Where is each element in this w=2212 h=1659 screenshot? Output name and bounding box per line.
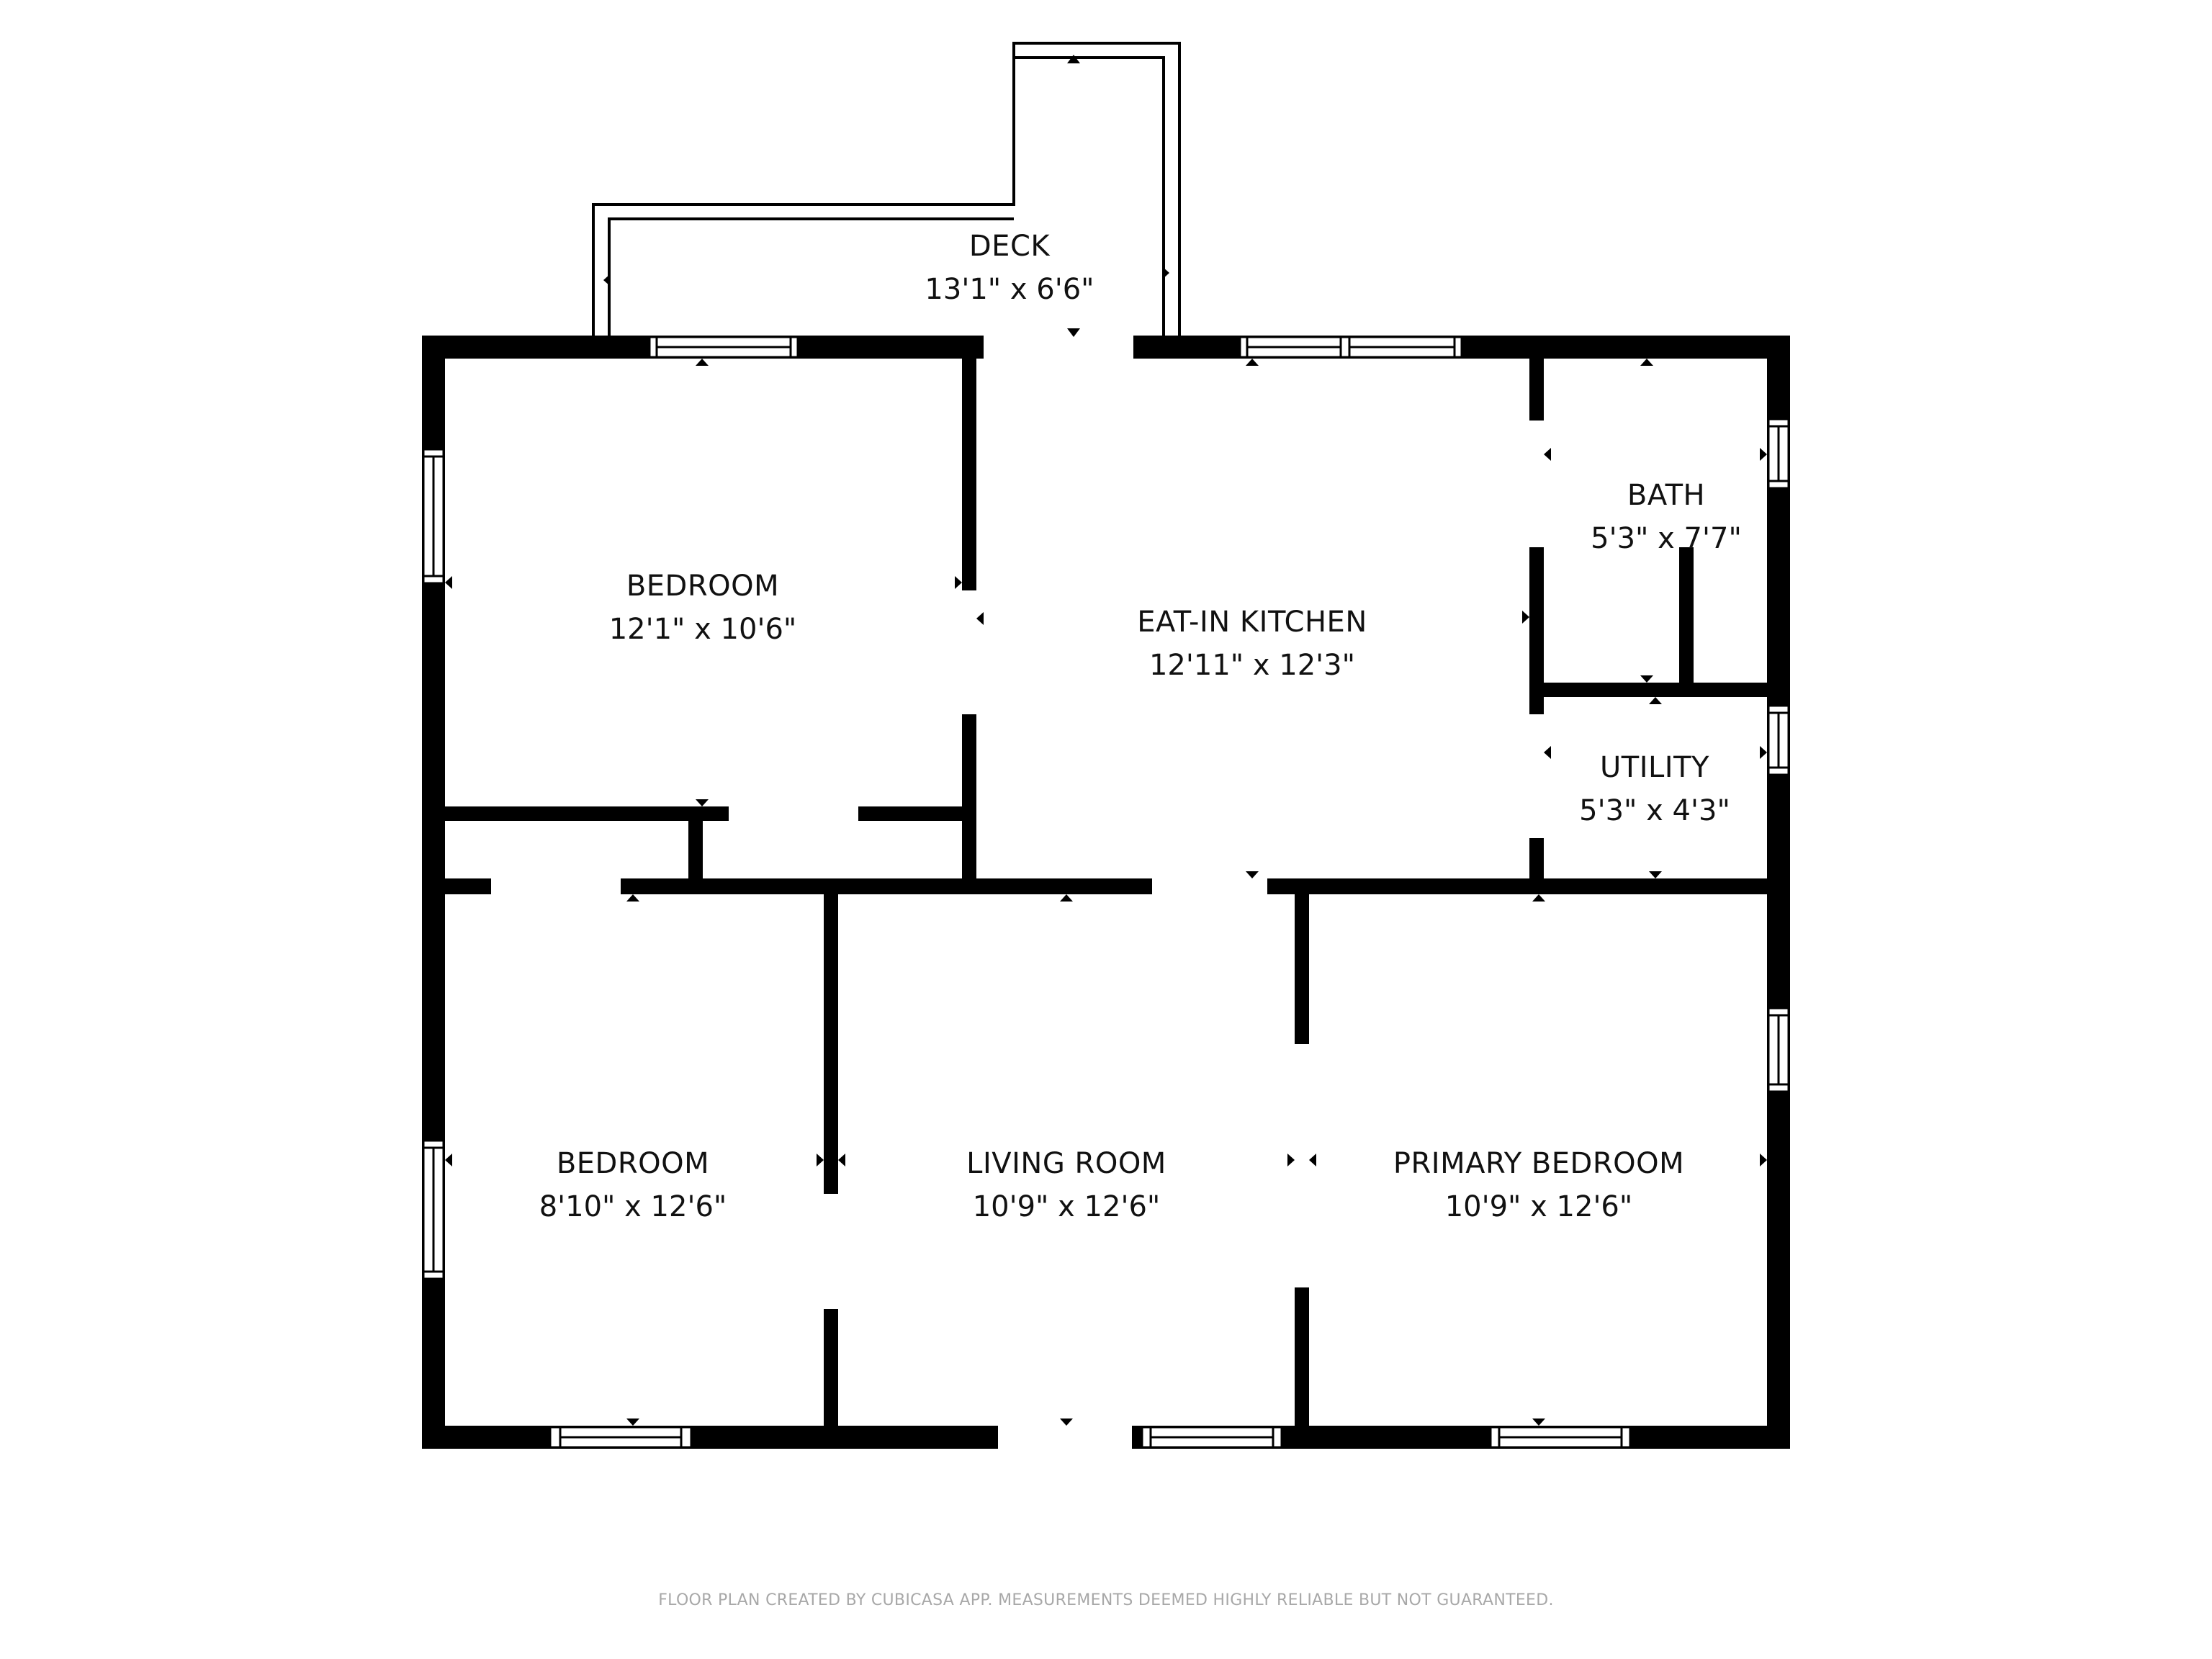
room-label-utility: UTILITY 5'3" x 4'3": [1579, 746, 1730, 832]
room-dimensions: 10'9" x 12'6": [1444, 1190, 1633, 1223]
room-label-living-room: LIVING ROOM 10'9" x 12'6": [966, 1142, 1166, 1228]
dimension-markers: [445, 55, 1767, 1426]
interior-walls: [445, 359, 1767, 1426]
room-name: EAT-IN KITCHEN: [1137, 606, 1367, 639]
room-dimensions: 12'1" x 10'6": [608, 613, 797, 646]
room-name: PRIMARY BEDROOM: [1393, 1147, 1685, 1180]
room-dimensions: 13'1" x 6'6": [925, 273, 1094, 306]
room-name: DECK: [968, 230, 1051, 263]
disclaimer-footer: FLOOR PLAN CREATED BY CUBICASA APP. MEAS…: [658, 1591, 1554, 1609]
room-name: BEDROOM: [626, 570, 780, 603]
windows: [422, 336, 1790, 1449]
room-name: UTILITY: [1600, 751, 1709, 784]
room-label-bedroom-1: BEDROOM 12'1" x 10'6": [609, 565, 797, 651]
deck-outline: [592, 42, 1181, 336]
room-dimensions: 5'3" x 7'7": [1591, 522, 1742, 555]
room-label-deck: DECK 13'1" x 6'6": [925, 225, 1094, 311]
room-label-bedroom-2: BEDROOM 8'10" x 12'6": [539, 1142, 727, 1228]
room-dimensions: 5'3" x 4'3": [1579, 794, 1730, 827]
room-name: LIVING ROOM: [966, 1147, 1166, 1180]
room-dimensions: 12'11" x 12'3": [1148, 649, 1356, 682]
room-label-primary-bedroom: PRIMARY BEDROOM 10'9" x 12'6": [1393, 1142, 1684, 1228]
room-dimensions: 8'10" x 12'6": [539, 1190, 727, 1223]
room-name: BEDROOM: [556, 1147, 710, 1180]
room-label-bath: BATH 5'3" x 7'7": [1591, 474, 1742, 560]
room-dimensions: 10'9" x 12'6": [972, 1190, 1161, 1223]
room-name: BATH: [1627, 479, 1706, 512]
room-label-kitchen: EAT-IN KITCHEN 12'11" x 12'3": [1137, 601, 1367, 687]
